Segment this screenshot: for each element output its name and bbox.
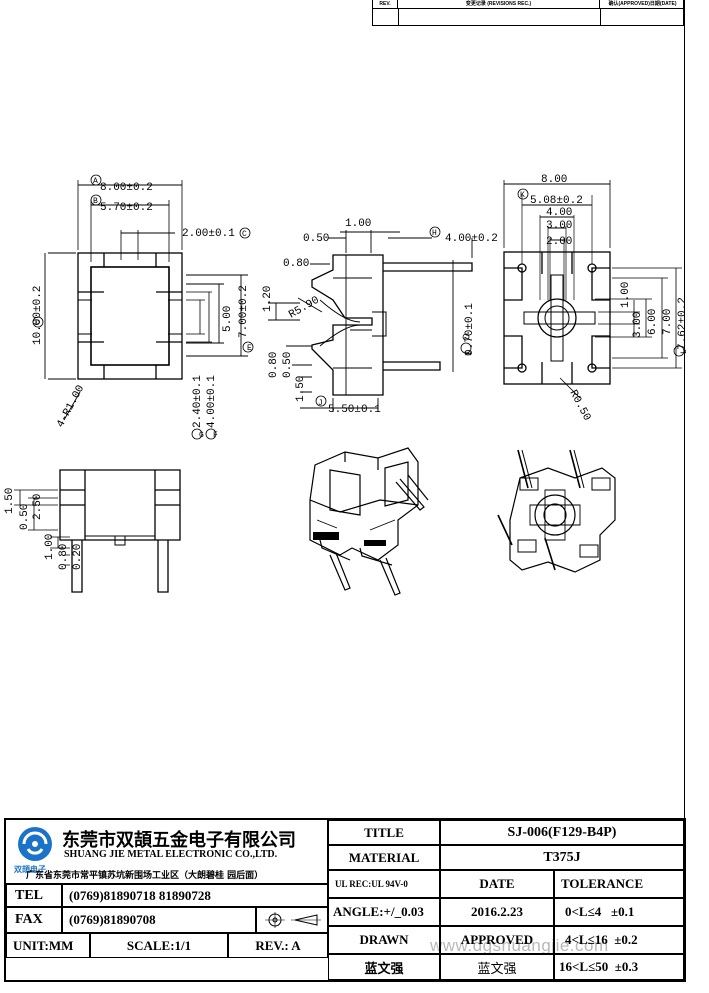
dim-8-00: 8.00: [541, 174, 567, 186]
tolerance-1: 0<L≤4 ±0.1: [554, 898, 684, 926]
dim-front-0-20: 0.20: [72, 544, 84, 570]
fax-value: (0769)81890708: [62, 907, 256, 933]
approved-by: 蓝文强: [440, 954, 554, 980]
mark-j: J: [318, 399, 323, 408]
dim-front-1-00: 1.00: [44, 534, 56, 560]
tolerance-3: 16<L≤50 ±0.3: [554, 954, 684, 980]
dim-r0-50: R0.50: [566, 388, 592, 423]
dim-dia-3: 3.00: [632, 312, 644, 338]
date-label: DATE: [440, 870, 554, 898]
dim-front-0-80: 0.80: [58, 544, 70, 570]
frame-right-edge: [684, 0, 685, 818]
dim-f: 4.00±0.1: [206, 375, 218, 428]
mark-d: D: [35, 319, 40, 328]
bottom-view: 8.00 5.08±0.2 4.00 3.00 2.00 1.00 3.00 6…: [503, 174, 689, 423]
revision-block: REV. 变更记录 (REVISIONS REC.) 确认(APPROVED)日…: [372, 0, 684, 26]
angle: ANGLE:+/_0.03: [328, 898, 440, 926]
dim-2-00: 2.00: [546, 236, 572, 248]
company-logo: [16, 825, 54, 863]
material-label: MATERIAL: [328, 845, 440, 870]
title-value: SJ-006(F129-B4P): [440, 820, 684, 845]
revision: REV.: A: [228, 933, 328, 958]
dim-1-50-bot: 1.50: [295, 376, 307, 402]
dim-radius: 4-R1.00: [55, 383, 87, 429]
drawing-canvas: 8.00±0.2 5.70±0.2 2.00±0.1 10.00±0.2 5.0…: [4, 174, 689, 596]
projection-symbol: [256, 907, 328, 933]
approved-label: APPROVED: [440, 926, 554, 954]
tolerance-2: 4<L≤16 ±0.2: [554, 926, 684, 954]
dim-front-1-50: 1.50: [4, 488, 16, 514]
dim-pin: 0.70±0.1: [464, 303, 476, 356]
front-view: 1.50 0.50 2.50 1.00 0.80 0.20: [4, 469, 181, 593]
material-value: T375J: [440, 845, 684, 870]
dim-h: 4.00±0.2: [445, 233, 498, 245]
title-block: 双頡电子 东莞市双頡五金电子有限公司 SHUANG JIE METAL ELEC…: [4, 818, 686, 982]
dim-3-00: 3.00: [546, 220, 572, 232]
dim-0-80-top: 0.80: [283, 258, 309, 270]
dim-height: 10.00±0.2: [32, 286, 44, 345]
mark-b: B: [93, 197, 98, 206]
fax-label: FAX: [6, 907, 62, 933]
drawn-by: 蓝文强: [328, 954, 440, 980]
dim-6-00: 6.00: [647, 309, 659, 335]
ul-rec: UL REC:UL 94V-0: [328, 870, 440, 898]
dim-r5-90: R5.90: [287, 295, 322, 322]
dim-0-50-top: 0.50: [303, 233, 329, 245]
logo-text: 双頡电子: [14, 865, 46, 874]
dim-4-00: 4.00: [546, 207, 572, 219]
side-view: 1.00 0.50 0.80 1.20 R5.90 4.00±0.2 0.70±…: [262, 218, 498, 416]
isometric-view-bottom: [497, 449, 616, 573]
dim-7-00: 7.00: [662, 309, 674, 335]
revision-changes-header: 变更记录 (REVISIONS REC.): [398, 0, 600, 8]
dim-g: 2.40±0.1: [192, 375, 204, 428]
mark-l: L: [680, 349, 689, 354]
dim-j: 5.50±0.1: [328, 404, 381, 416]
dim-a: 8.00±0.2: [100, 182, 153, 194]
dim-0-80-bot: 0.80: [268, 352, 280, 378]
mark-a: A: [93, 177, 98, 186]
watermark: www.dgshuangjie.com: [430, 936, 609, 955]
rev-header: REV.: [373, 0, 398, 8]
mark-k: K: [520, 191, 525, 200]
dim-1-00-b: 1.00: [620, 282, 632, 308]
top-view-outline: [77, 252, 183, 380]
isometric-view-top: [309, 447, 429, 596]
tolerance-label: TOLERANCE: [554, 870, 684, 898]
dim-l: 7.62±0.2: [677, 297, 689, 350]
top-view: 8.00±0.2 5.70±0.2 2.00±0.1 10.00±0.2 5.0…: [32, 174, 254, 440]
dim-c: 2.00±0.1: [182, 228, 235, 240]
company-name-cn: 东莞市双頡五金电子有限公司: [62, 830, 296, 851]
dim-1-20: 1.20: [262, 286, 274, 312]
dim-b: 5.70±0.2: [100, 202, 153, 214]
drawn-label: DRAWN: [328, 926, 440, 954]
company-name-en: SHUANG JIE METAL ELECTRONIC CO.,LTD.: [64, 849, 278, 860]
date-value: 2016.2.23: [440, 898, 554, 926]
top-view-core-window: [90, 266, 170, 366]
mark-c: C: [242, 230, 247, 239]
title-label: TITLE: [328, 820, 440, 845]
scale: SCALE:1/1: [90, 933, 228, 958]
dim-front-0-50: 0.50: [19, 504, 31, 530]
company-area: 双頡电子 东莞市双頡五金电子有限公司 SHUANG JIE METAL ELEC…: [6, 820, 328, 884]
tel-value: (0769)81890718 81890728: [62, 884, 328, 907]
unit: UNIT:MM: [6, 933, 90, 958]
tel-label: TEL: [6, 884, 62, 907]
mark-i: I: [465, 351, 474, 356]
dim-inner: 5.00: [222, 306, 234, 332]
approved-date-header: 确认(APPROVED)日期(DATE): [608, 1, 677, 7]
dim-0-50-bot: 0.50: [282, 352, 294, 378]
company-address: 广东省东莞市常平镇苏坑新围场工业区（大朗碧桂 园后面）: [26, 871, 264, 881]
dim-1-00: 1.00: [345, 218, 371, 230]
mark-e: E: [247, 344, 252, 353]
dim-k: 5.08±0.2: [530, 195, 583, 207]
dim-front-2-50: 2.50: [32, 494, 44, 520]
mark-h: H: [432, 229, 437, 238]
dim-e: 7.00±0.2: [238, 285, 250, 338]
first-angle-projection-icon: [265, 912, 321, 928]
